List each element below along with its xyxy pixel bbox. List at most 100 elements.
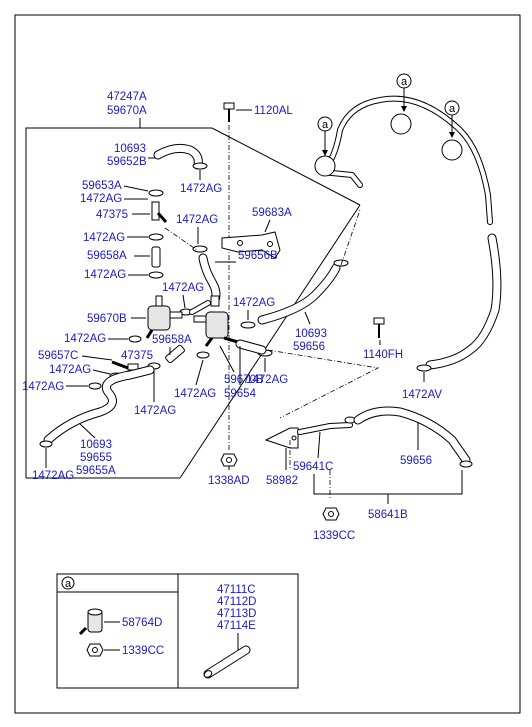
svg-text:a: a — [322, 119, 329, 131]
label-59656-a: 59656 — [293, 341, 325, 353]
label-59655A: 59655A — [76, 465, 116, 477]
bracket-59683A-icon — [221, 231, 281, 259]
label-1338AD: 1338AD — [208, 475, 250, 487]
hose-59652B-icon — [153, 143, 203, 170]
outer-border — [14, 14, 521, 714]
assembly-outline — [25, 127, 361, 478]
hose-59654-icon — [235, 339, 267, 355]
bolt-1120AL-icon — [223, 102, 235, 122]
label-1472AG-g: 1472AG — [64, 333, 106, 345]
assembly-outline-right — [179, 204, 361, 479]
label-47113D: 47113D — [217, 608, 256, 620]
label-1472AG-h: 1472AG — [49, 364, 91, 376]
label-1472AG-j: 1472AG — [22, 381, 64, 393]
clamp-icon — [416, 364, 432, 372]
clamp-icon — [192, 245, 208, 253]
grommet-icon — [390, 113, 412, 135]
clamp-icon — [148, 233, 164, 241]
label-47375-b: 47375 — [121, 350, 153, 362]
clamp-icon — [333, 259, 349, 267]
clamp-icon — [148, 271, 164, 279]
clamp-icon — [459, 460, 473, 468]
hose-59655-icon — [43, 365, 155, 445]
hose-59656B-icon — [198, 253, 221, 305]
label-10693-low: 10693 — [80, 439, 112, 451]
label-1472AG-c: 1472AG — [176, 214, 218, 226]
nut-1339CC-icon — [322, 507, 340, 521]
connector-59657C-icon — [111, 360, 139, 371]
label-59641C: 59641C — [293, 461, 333, 473]
label-47112D: 47112D — [217, 596, 256, 608]
label-47247A: 47247A — [107, 91, 147, 103]
label-47375-a: 47375 — [96, 209, 128, 221]
bracket-58982-icon — [264, 427, 299, 449]
label-58982: 58982 — [266, 475, 298, 487]
pipe-59641C-icon — [297, 422, 353, 435]
legend-box: a — [56, 573, 299, 689]
grommet-icon — [441, 139, 463, 161]
label-1472AG-d: 1472AG — [84, 269, 126, 281]
straight-hose-icon — [203, 645, 251, 679]
hose-59656-icon — [257, 263, 341, 325]
label-59683A: 59683A — [252, 207, 292, 219]
label-59655: 59655 — [80, 452, 112, 464]
clip-58764D-icon — [78, 608, 103, 636]
clamp-icon — [192, 162, 208, 170]
clamp-icon — [88, 382, 102, 390]
label-10693-top: 10693 — [114, 143, 146, 155]
nut-1338AD-icon — [220, 453, 238, 467]
solenoid-valve-left-icon — [145, 295, 183, 339]
label-1120AL: 1120AL — [254, 105, 293, 117]
svg-text:a: a — [401, 76, 408, 88]
label-1472AG-e: 1472AG — [162, 282, 204, 294]
tube-connector-icon — [189, 300, 211, 315]
label-59670A: 59670A — [107, 105, 147, 117]
clamp-icon — [39, 440, 53, 448]
bracket-58641B — [313, 470, 463, 495]
clamp-icon — [128, 335, 142, 343]
label-1140FH: 1140FH — [363, 349, 403, 361]
bolt-1140FH-icon — [373, 317, 385, 338]
label-1472AG-i: 1472AG — [246, 374, 288, 386]
clamp-icon — [240, 321, 256, 329]
label-59656-b: 59656 — [400, 455, 432, 467]
legend-callout-a: a — [65, 578, 72, 590]
label-59658A-a: 59658A — [87, 250, 127, 262]
hose-59658A-lower-icon — [165, 344, 185, 364]
solenoid-valve-right-icon — [193, 295, 239, 347]
callout-a-2: a — [396, 73, 412, 112]
label-1472AG-k: 1472AG — [174, 388, 216, 400]
grommet-icon — [314, 155, 336, 177]
label-47111C: 47111C — [217, 584, 256, 596]
label-59658A-b: 59658A — [152, 334, 192, 346]
label-1472AG-m: 1472AG — [32, 470, 74, 482]
label-10693-mid: 10693 — [295, 328, 327, 340]
callout-a-1: a — [317, 116, 333, 156]
label-1339CC-a: 1339CC — [313, 530, 355, 542]
connector-47375-icon — [151, 201, 168, 223]
label-58641B: 58641B — [368, 509, 408, 521]
label-1472AG-b: 1472AG — [83, 232, 125, 244]
label-59654: 59654 — [224, 388, 257, 400]
pipe-59656-icon — [353, 406, 471, 465]
label-1339CC-b: 1339CC — [122, 645, 164, 657]
label-58764D: 58764D — [122, 617, 162, 629]
label-59670B-b: 59670B — [224, 374, 264, 386]
clamp-icon — [148, 189, 164, 197]
label-47114E: 47114E — [217, 620, 256, 632]
label-1472AG-a: 1472AG — [80, 193, 122, 205]
label-59656B: 59656B — [238, 250, 278, 262]
label-59670B-a: 59670B — [87, 313, 127, 325]
label-59653A: 59653A — [82, 180, 122, 192]
label-1472AG-f: 1472AG — [233, 297, 275, 309]
label-59652B: 59652B — [107, 156, 147, 168]
svg-text:a: a — [449, 103, 456, 115]
label-59657C: 59657C — [38, 350, 78, 362]
hose-right-icon — [425, 233, 502, 370]
hose-59658A-icon — [151, 246, 161, 268]
label-1472AG-top: 1472AG — [180, 183, 222, 195]
label-1472AV: 1472AV — [402, 389, 442, 401]
nut-1339CC-legend-icon — [86, 643, 104, 657]
